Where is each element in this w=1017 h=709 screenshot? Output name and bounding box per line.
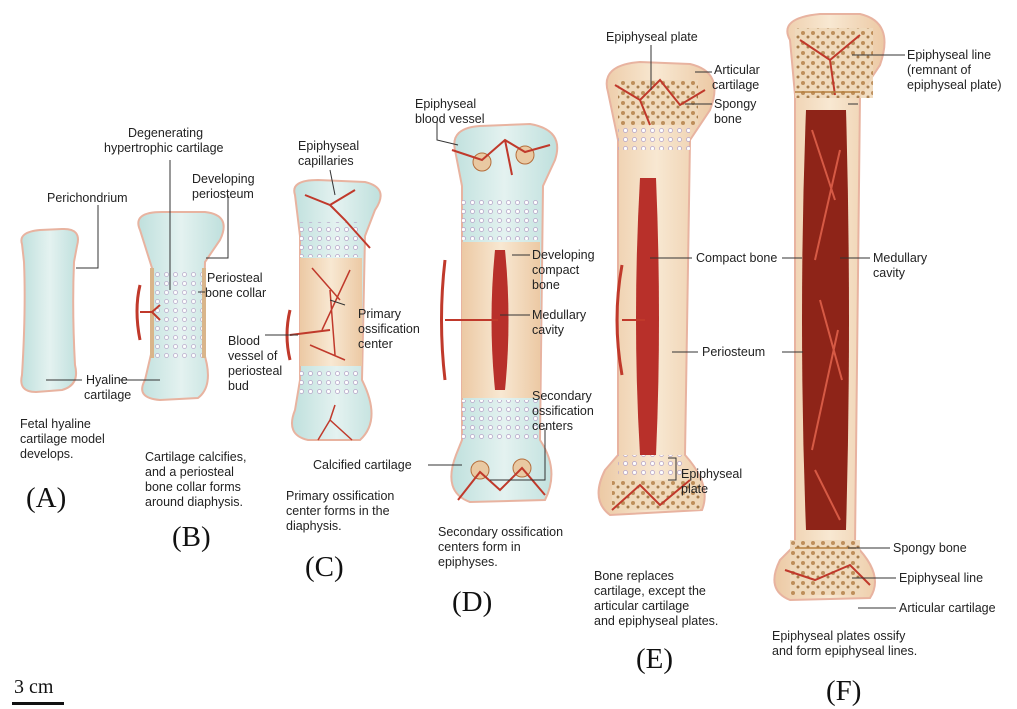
label-epiphyseal-plate-top: Epiphyseal plate bbox=[606, 30, 698, 44]
label-epiphyseal-line-bottom: Epiphyseal line bbox=[899, 571, 983, 585]
panel-a-bone bbox=[21, 229, 78, 392]
panel-e-bone bbox=[599, 62, 715, 515]
scale-bar: 3 cm bbox=[12, 676, 64, 705]
panel-letter-d: (D) bbox=[452, 586, 492, 618]
panel-letter-e: (E) bbox=[636, 643, 673, 675]
scale-bar-line bbox=[12, 702, 64, 705]
label-perichondrium: Perichondrium bbox=[47, 191, 128, 205]
label-calcified-cartilage: Calcified cartilage bbox=[313, 458, 412, 472]
panel-f-bone bbox=[774, 14, 884, 600]
panel-letter-a: (A) bbox=[26, 482, 66, 514]
label-periosteum: Periosteum bbox=[702, 345, 765, 359]
panel-letter-f: (F) bbox=[826, 675, 861, 707]
label-spongy-bone-f: Spongy bone bbox=[893, 541, 967, 555]
panel-letter-b: (B) bbox=[172, 521, 211, 553]
scale-bar-label: 3 cm bbox=[14, 676, 54, 698]
label-compact-bone: Compact bone bbox=[696, 251, 777, 265]
panel-letter-c: (C) bbox=[305, 551, 344, 583]
label-articular-cartilage-f: Articular cartilage bbox=[899, 601, 996, 615]
panel-letters: (A) (B) (C) (D) (E) (F) bbox=[26, 482, 861, 707]
panel-b-bone bbox=[137, 212, 224, 400]
